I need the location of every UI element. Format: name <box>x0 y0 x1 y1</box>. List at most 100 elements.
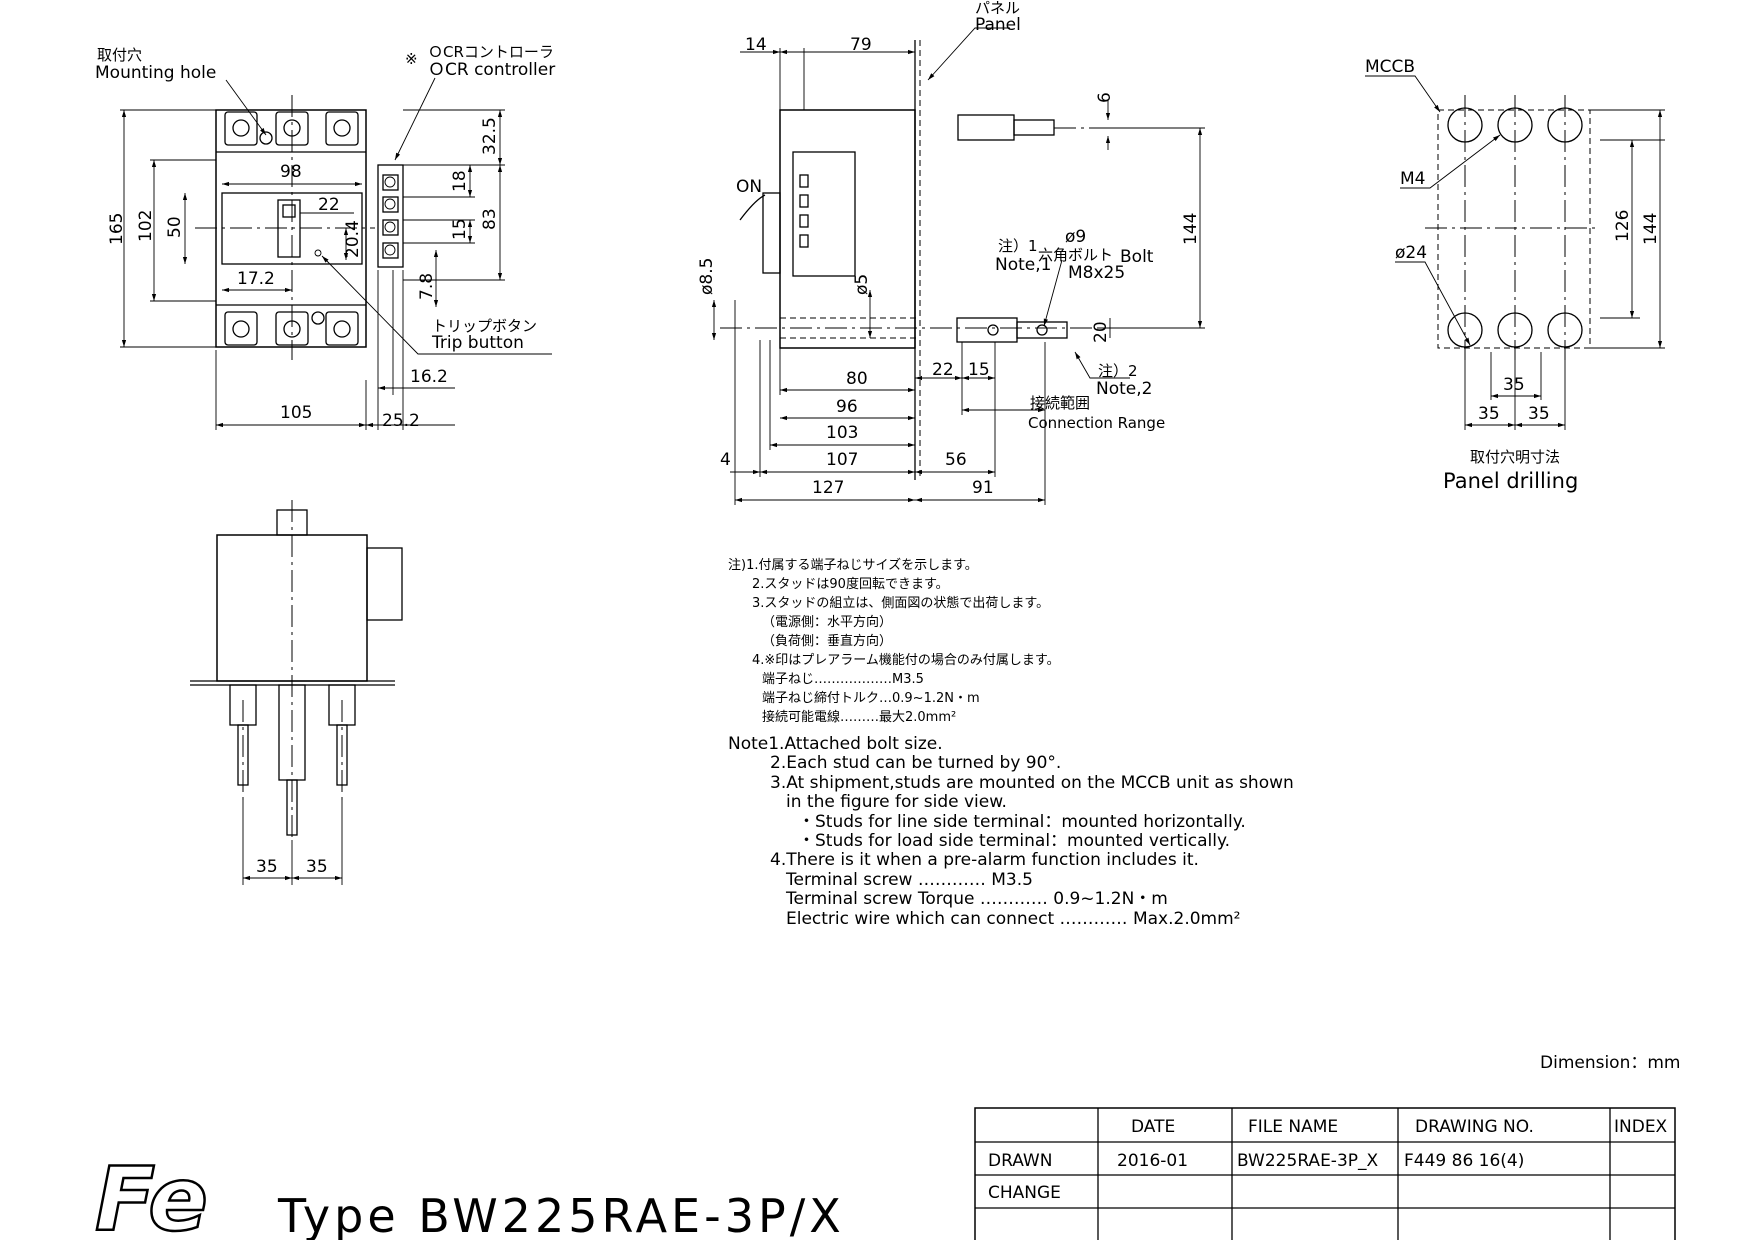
bottom-view: 35 35 <box>190 500 403 885</box>
mccb-side-body <box>779 109 916 349</box>
trip-button-label: Trip button <box>431 333 524 353</box>
dim-165: 165 <box>107 213 127 245</box>
note-jp-line: （負荷側：垂直方向） <box>762 634 893 649</box>
dim-50: 50 <box>165 216 185 238</box>
m4-label: M4 <box>1400 169 1425 189</box>
note-en-line: in the figure for side view. <box>786 792 1007 813</box>
note-jp-line: 3.スタッドの組立は、側面図の状態で出荷します。 <box>752 596 1050 611</box>
dim-phi5: ø5 <box>852 274 872 295</box>
note-jp-line: （電源側：水平方向） <box>762 615 893 630</box>
col-drawing-header: DRAWING NO. <box>1415 1117 1534 1137</box>
panel-drilling-title-jp: 取付穴明寸法 <box>1470 448 1560 466</box>
notes-section: 注)1.付属する端子ねじサイズを示します。 2.スタッドは90度回転できます。 … <box>728 556 1428 929</box>
logo-text: Fe <box>95 1148 208 1240</box>
dim-25-2: 25.2 <box>382 411 420 431</box>
ocr-controller-label-jp: ＯCRコントローラ <box>428 43 554 61</box>
fe-logo: Fe <box>94 1147 209 1240</box>
dim-15-side: 15 <box>968 360 990 380</box>
dim-107: 107 <box>826 450 858 470</box>
front-view: 取付穴 Mounting hole ※ ＯCRコントローラ ＯCR contro… <box>95 43 555 431</box>
row-change-label: CHANGE <box>988 1183 1061 1203</box>
mounting-hole-label-jp: 取付穴 <box>97 46 142 64</box>
panel-drilling-view: MCCB M4 ø24 126 144 35 35 35 取付穴明寸法 Pane… <box>1365 57 1665 493</box>
dim-96: 96 <box>836 397 858 417</box>
dim-22: 22 <box>318 195 340 215</box>
dim-18: 18 <box>450 170 470 192</box>
dim-126: 126 <box>1613 210 1633 242</box>
note-jp-line: 接続可能電線………最大2.0mm² <box>762 710 957 725</box>
phi9-label: ø9 <box>1065 227 1086 247</box>
note2-label: Note,2 <box>1096 379 1152 399</box>
dim-35-bottom-left: 35 <box>256 857 278 877</box>
note-jp-line: 端子ねじ………………M3.5 <box>762 672 924 687</box>
trip-button-icon <box>314 249 322 257</box>
bolt-label-jp: 六角ボルト <box>1038 246 1113 264</box>
note-en-line: 4.There is it when a pre-alarm function … <box>770 850 1199 871</box>
note-en-line: ・Studs for load side terminal：mounted ve… <box>798 831 1231 852</box>
dimension-unit-label: Dimension：mm <box>1540 1053 1680 1073</box>
note-jp-line: 注)1.付属する端子ねじサイズを示します。 <box>728 558 978 573</box>
drilling-outline <box>1437 109 1591 349</box>
side-view: パネル Panel ON 注）1 Note,1 ø9 六角ボルト Bolt M8… <box>697 0 1205 505</box>
panel-drilling-title: Panel drilling <box>1443 469 1578 493</box>
dim-79: 79 <box>850 35 872 55</box>
dim-32-5: 32.5 <box>480 117 500 155</box>
mounting-hole-label: Mounting hole <box>95 63 216 83</box>
dim-20-4: 20.4 <box>343 220 363 258</box>
connection-range-label-jp: 接続範囲 <box>1030 394 1090 412</box>
dim-98: 98 <box>280 162 302 182</box>
handle-arc <box>739 194 766 221</box>
dim-80: 80 <box>846 369 868 389</box>
row-drawn-label: DRAWN <box>988 1151 1052 1171</box>
dim-14: 14 <box>745 35 767 55</box>
title-block: DATE FILE NAME DRAWING NO. INDEX DRAWN 2… <box>974 1107 1676 1240</box>
dim-83: 83 <box>480 208 500 230</box>
ocr-controller-label: ＯCR controller <box>428 60 555 80</box>
dim-127: 127 <box>812 478 844 498</box>
note-en-line: Note1.Attached bolt size. <box>728 734 943 754</box>
dim-35-center: 35 <box>1503 375 1525 395</box>
ocr-mark: ※ <box>405 50 418 68</box>
dim-35-bottom-right: 35 <box>306 857 328 877</box>
note-en-line: ・Studs for line side terminal：mounted ho… <box>798 811 1246 832</box>
dim-16-2: 16.2 <box>410 367 448 387</box>
note1-label-jp: 注）1 <box>998 237 1038 255</box>
dim-102: 102 <box>136 210 156 242</box>
dim-6: 6 <box>1095 92 1115 103</box>
on-label: ON <box>736 177 762 197</box>
dim-103: 103 <box>826 423 858 443</box>
drawn-drawing-no: F449 86 16(4) <box>1404 1151 1524 1171</box>
drawn-date: 2016-01 <box>1117 1151 1188 1171</box>
dim-91: 91 <box>972 478 994 498</box>
phi24-label: ø24 <box>1395 243 1427 263</box>
dim-7-8: 7.8 <box>417 273 437 300</box>
mounting-hole-icon <box>259 131 273 145</box>
dim-20: 20 <box>1091 321 1111 343</box>
dim-35-left: 35 <box>1478 404 1500 424</box>
mccb-label: MCCB <box>1365 57 1415 77</box>
bolt-size-label: M8x25 <box>1068 263 1125 283</box>
note-jp-line: 端子ねじ締付トルク…0.9~1.2N・m <box>762 691 980 706</box>
drawn-file: BW225RAE-3P_X <box>1237 1151 1379 1171</box>
note-jp-line: 2.スタッドは90度回転できます。 <box>752 577 949 592</box>
dim-22-side: 22 <box>932 360 954 380</box>
dim-35-right: 35 <box>1528 404 1550 424</box>
note-en-line: 3.At shipment,studs are mounted on the M… <box>770 772 1294 793</box>
bolt-label: Bolt <box>1120 247 1154 267</box>
col-file-header: FILE NAME <box>1248 1117 1338 1137</box>
dim-144-drill: 144 <box>1641 213 1661 245</box>
dim-17-2: 17.2 <box>237 269 275 289</box>
ocr-controller-block <box>377 164 404 268</box>
dim-144-side: 144 <box>1181 213 1201 245</box>
dim-105: 105 <box>280 403 312 423</box>
dim-4: 4 <box>720 450 731 470</box>
note1-label: Note,1 <box>995 255 1051 275</box>
type-title: Type BW225RAE-3P/X <box>277 1189 845 1240</box>
note-jp-line: 4.※印はプレアラーム機能付の場合のみ付属します。 <box>752 653 1060 668</box>
panel-label-jp: パネル <box>975 0 1020 17</box>
note-en-line: Terminal screw ………… M3.5 <box>786 869 1033 890</box>
note-en-line: 2.Each stud can be turned by 90°. <box>770 753 1062 774</box>
panel-label: Panel <box>975 15 1021 35</box>
col-index-header: INDEX <box>1614 1117 1668 1137</box>
mounting-hole-icon <box>311 311 325 325</box>
